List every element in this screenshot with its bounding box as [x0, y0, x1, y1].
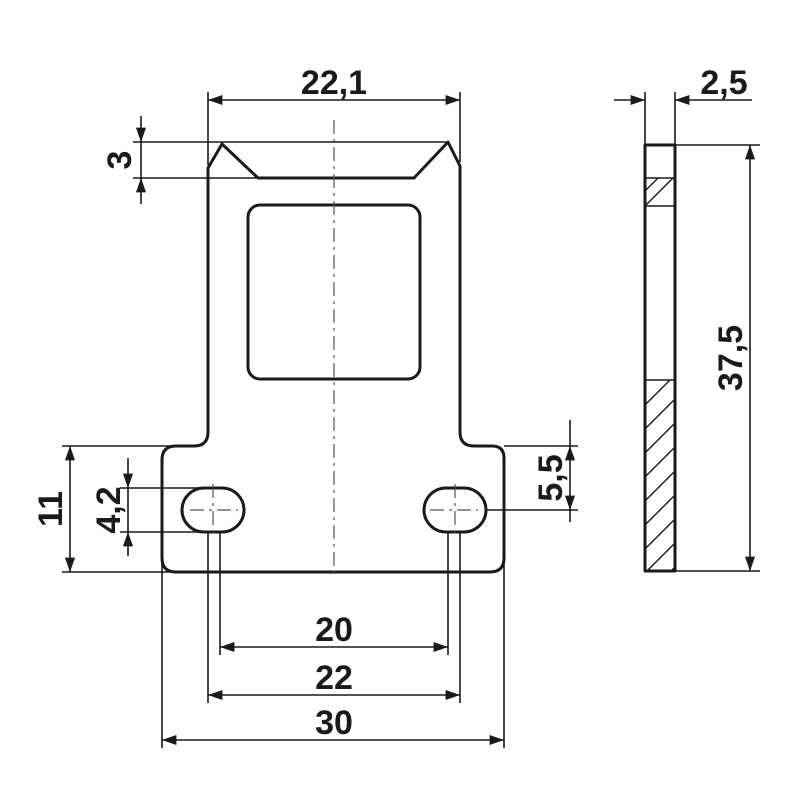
dim-label-total-height: 37,5	[712, 325, 750, 391]
side-view-hatch-upper	[645, 178, 674, 206]
dim-label-top-width: 22,1	[301, 64, 367, 102]
dim-label-tab-height: 3	[101, 151, 139, 170]
side-view-profile	[643, 143, 677, 573]
dim-label-slot-offset: 5,5	[532, 454, 570, 501]
dim-label-base-height: 11	[32, 491, 70, 527]
dim-label-slot-spacing-inner: 20	[315, 611, 353, 649]
dim-label-slot-width: 4,2	[90, 486, 128, 533]
dim-label-slot-spacing-outer: 22	[315, 659, 353, 697]
dim-label-thickness: 2,5	[700, 64, 747, 102]
dim-label-base-width: 30	[315, 704, 353, 742]
side-view-hatch-lower	[645, 380, 675, 571]
